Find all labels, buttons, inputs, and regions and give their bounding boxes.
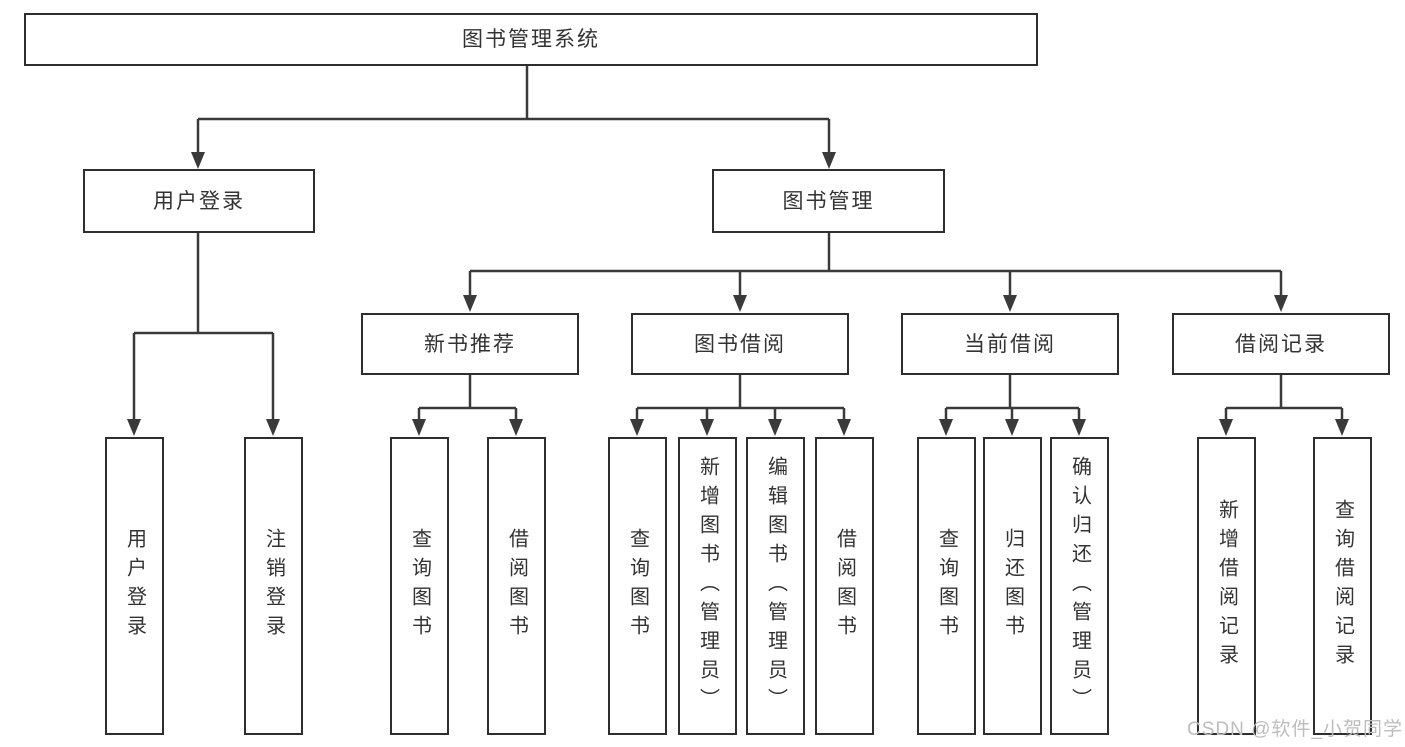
node-leaf-confirm-return-admin: 确认归还（管理员） xyxy=(1050,437,1109,735)
node-current-borrow-label: 当前借阅 xyxy=(964,332,1056,356)
node-leaf-query-borrow-record: 查询借阅记录 xyxy=(1313,437,1372,735)
node-leaf-add-book-admin-label: 新增图书（管理员） xyxy=(696,455,719,717)
node-leaf-query-borrow-record-label: 查询借阅记录 xyxy=(1331,499,1354,673)
node-new-book-recommend-label: 新书推荐 xyxy=(424,332,516,356)
node-leaf-add-book-admin: 新增图书（管理员） xyxy=(678,437,737,735)
node-user-login-label: 用户登录 xyxy=(153,189,245,213)
node-leaf-return-book-label: 归还图书 xyxy=(1001,528,1024,644)
node-leaf-confirm-return-admin-label: 确认归还（管理员） xyxy=(1068,455,1091,717)
node-leaf-add-borrow-record-label: 新增借阅记录 xyxy=(1215,499,1238,673)
node-book-borrow-label: 图书借阅 xyxy=(694,332,786,356)
node-root-label: 图书管理系统 xyxy=(462,28,600,51)
node-leaf-borrow-books-2-label: 借阅图书 xyxy=(833,528,856,644)
node-leaf-edit-book-admin: 编辑图书（管理员） xyxy=(746,437,805,735)
node-current-borrow: 当前借阅 xyxy=(901,313,1119,375)
node-leaf-query-books-1: 查询图书 xyxy=(390,437,449,735)
node-leaf-borrow-books-1-label: 借阅图书 xyxy=(505,528,528,644)
node-leaf-query-books-2-label: 查询图书 xyxy=(626,528,649,644)
node-book-management-label: 图书管理 xyxy=(782,189,875,213)
node-leaf-logout: 注销登录 xyxy=(244,437,303,735)
node-leaf-return-book: 归还图书 xyxy=(983,437,1042,735)
node-new-book-recommend: 新书推荐 xyxy=(361,313,579,375)
node-leaf-edit-book-admin-label: 编辑图书（管理员） xyxy=(764,455,787,717)
node-leaf-query-books-3: 查询图书 xyxy=(917,437,976,735)
node-book-management: 图书管理 xyxy=(712,169,945,233)
node-borrow-records: 借阅记录 xyxy=(1172,313,1390,375)
node-leaf-add-borrow-record: 新增借阅记录 xyxy=(1197,437,1256,735)
node-leaf-query-books-3-label: 查询图书 xyxy=(935,528,958,644)
node-borrow-records-label: 借阅记录 xyxy=(1235,332,1327,356)
node-leaf-borrow-books-1: 借阅图书 xyxy=(487,437,546,735)
node-leaf-user-login: 用户登录 xyxy=(105,437,164,735)
csdn-watermark: CSDN @软件_小贺同学 xyxy=(1187,719,1403,740)
node-root: 图书管理系统 xyxy=(24,13,1038,66)
node-user-login: 用户登录 xyxy=(83,169,315,233)
node-leaf-logout-label: 注销登录 xyxy=(262,528,285,644)
node-leaf-borrow-books-2: 借阅图书 xyxy=(815,437,874,735)
node-book-borrow: 图书借阅 xyxy=(631,313,849,375)
node-leaf-query-books-2: 查询图书 xyxy=(608,437,667,735)
node-leaf-user-login-label: 用户登录 xyxy=(123,528,146,644)
node-leaf-query-books-1-label: 查询图书 xyxy=(408,528,431,644)
